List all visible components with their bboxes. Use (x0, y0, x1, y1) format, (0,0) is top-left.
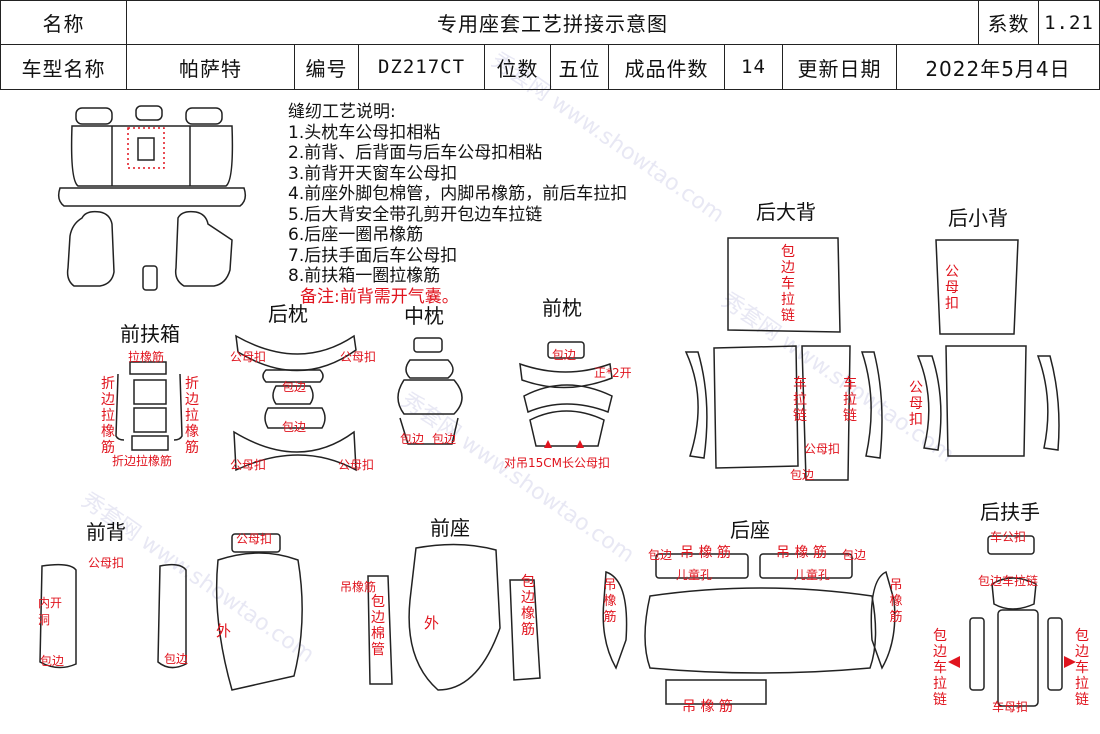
note-outside: 外 (424, 614, 440, 632)
label-front-armbox: 前扶箱 (120, 322, 180, 346)
note-elastic-spaced: 吊 橡 筋 (680, 545, 731, 561)
note-fold-elastic-right: 折边拉橡筋 (185, 376, 199, 456)
coef-value: 1.21 (1039, 1, 1099, 45)
label-front-back: 前背 (86, 520, 126, 544)
note-fold-elastic-bottom: 折边拉橡筋 (112, 454, 173, 468)
note-hook-loop: 公母扣 (804, 442, 841, 456)
label-mid-headrest: 中枕 (404, 304, 444, 328)
seat-overview-drawing (57, 105, 247, 291)
label-rear-headrest: 后枕 (268, 302, 308, 326)
rear-armrest-pieces (948, 535, 1076, 707)
date-value: 2022年5月4日 (925, 56, 1071, 81)
note-binding-zip: 包边车拉链 (978, 574, 1039, 588)
notes-title: 缝纫工艺说明: (288, 102, 396, 122)
rear-big-back-pieces (684, 237, 883, 481)
code-value: DZ217CT (359, 45, 485, 89)
note-hook-loop: 公母扣 (230, 350, 267, 364)
label-rear-small-back: 后小背 (948, 206, 1008, 230)
label-rear-seat: 后座 (730, 518, 770, 542)
note-inner-open-hole: 内开洞 (38, 596, 63, 627)
note-child-hole: 儿童孔 (676, 568, 713, 582)
front-seat-pieces (367, 543, 541, 691)
note-binding: 包边 (842, 548, 867, 562)
note-binding: 包边 (400, 432, 425, 446)
note-binding-elastic: 包边橡筋 (521, 574, 535, 638)
note-hook-loop: 公母扣 (338, 458, 375, 472)
note-binding: 包边 (164, 652, 189, 666)
front-armbox-pieces (115, 361, 183, 451)
note-item: 2.前背、后背面与后车公母扣相粘 (288, 143, 543, 163)
seat-label: 位数 (485, 45, 551, 89)
note-hook-loop: 公母扣 (340, 350, 377, 364)
note-sew-hook: 车公扣 (990, 530, 1027, 544)
mid-headrest-pieces (397, 337, 463, 445)
note-hang-elastic: 吊橡筋 (340, 580, 377, 594)
rear-small-back-pieces (916, 239, 1060, 457)
pieces-value: 14 (725, 45, 783, 89)
rear-seat-pieces (602, 553, 896, 705)
note-child-hole: 儿童孔 (794, 568, 831, 582)
note-remark: 备注:前背需开气囊。 (300, 286, 459, 307)
note-item: 3.前背开天窗车公母扣 (288, 163, 458, 184)
note-binding: 包边 (282, 380, 307, 394)
rear-headrest-pieces (233, 334, 357, 472)
label-rear-armrest: 后扶手 (980, 500, 1040, 524)
note-binding: 包边 (282, 420, 307, 434)
front-back-pieces (39, 533, 303, 691)
name-label: 名称 (1, 1, 127, 45)
model-value: 帕萨特 (127, 45, 295, 89)
pieces-label: 成品件数 (609, 45, 725, 89)
seat-value: 五位 (551, 45, 609, 89)
note-zipper: 车拉链 (843, 376, 857, 424)
note-hang-elastic: 吊橡筋 (603, 578, 617, 625)
note-binding-zipper: 包边车拉链 (781, 244, 795, 324)
note-outside: 外 (216, 622, 232, 640)
note-item: 6.后座一圈吊橡筋 (288, 225, 424, 245)
note-zipper: 车拉链 (793, 376, 807, 424)
front-headrest-pieces (519, 341, 613, 448)
note-binding-zip: 包边车拉链 (1075, 628, 1089, 708)
note-binding-zip: 包边车拉链 (933, 628, 947, 708)
note-item: 1.头枕车公母扣相粘 (288, 122, 441, 143)
label-front-headrest: 前枕 (542, 296, 582, 320)
note-hang-elastic: 吊橡筋 (889, 578, 903, 625)
header-table: 名称 专用座套工艺拼接示意图 系数 1.21 车型名称 帕萨特 编号 DZ217… (0, 0, 1100, 90)
note-binding: 包边 (552, 348, 577, 362)
note-hook-loop: 公母扣 (909, 380, 923, 428)
note-binding: 包边 (648, 548, 673, 562)
sewing-notes: 缝纫工艺说明: 1.头枕车公母扣相粘 2.前背、后背面与后车公母扣相粘 3.前背… (288, 102, 627, 307)
note-pull-elastic: 拉橡筋 (128, 350, 165, 364)
note-open-2: 正*2开 (594, 366, 632, 380)
note-hook-loop: 公母扣 (230, 458, 267, 472)
note-pair-hook: 对吊15CM长公母扣 (504, 456, 611, 470)
note-item: 8.前扶箱一圈拉橡筋 (288, 266, 441, 286)
model-label: 车型名称 (1, 45, 127, 89)
coef-label: 系数 (979, 1, 1039, 45)
note-hook-loop: 公母扣 (88, 556, 125, 570)
note-item: 7.后扶手面后车公母扣 (288, 245, 458, 266)
note-elastic-spaced: 吊 橡 筋 (776, 545, 827, 561)
sheet-title: 专用座套工艺拼接示意图 (127, 1, 979, 45)
note-elastic-spaced: 吊 橡 筋 (682, 699, 733, 715)
note-fold-elastic-left: 折边拉橡筋 (101, 376, 115, 456)
label-rear-big-back: 后大背 (756, 200, 816, 224)
label-front-seat: 前座 (430, 516, 470, 540)
note-hook-loop: 公母扣 (945, 264, 959, 312)
note-item: 4.前座外脚包棉管，内脚吊橡筋，前后车拉扣 (288, 184, 628, 204)
note-hook-loop: 公母扣 (236, 532, 273, 546)
note-binding: 包边 (432, 432, 457, 446)
note-binding: 包边 (40, 654, 65, 668)
note-binding-cotton-tube: 包边棉管 (371, 594, 385, 658)
note-item: 5.后大背安全带孔剪开包边车拉链 (288, 204, 543, 225)
date-label: 更新日期 (783, 45, 897, 89)
code-label: 编号 (295, 45, 359, 89)
note-sew-hook-loop: 车母扣 (992, 700, 1029, 714)
note-binding: 包边 (790, 468, 815, 482)
